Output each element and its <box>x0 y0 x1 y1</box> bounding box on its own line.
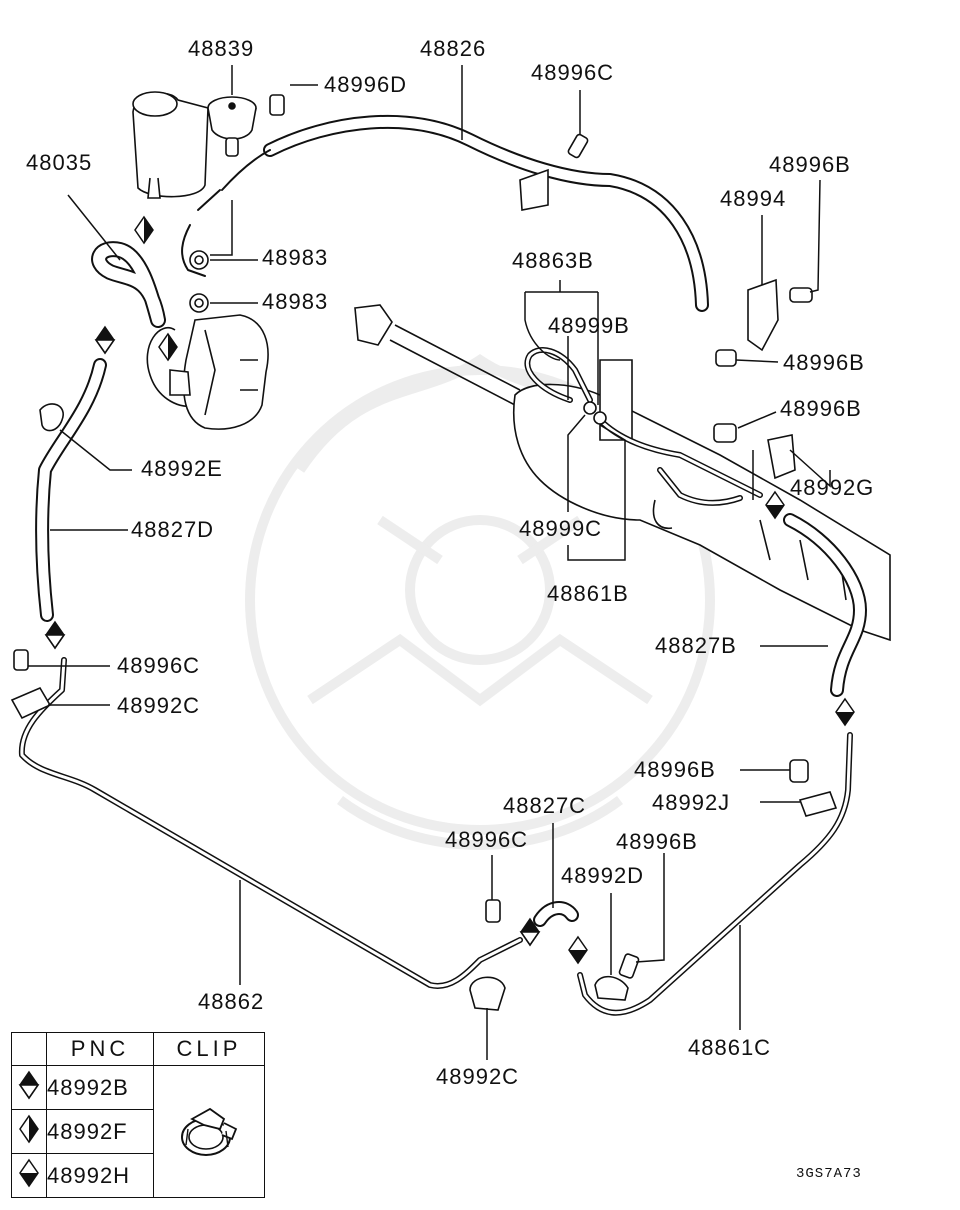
bolt-48996C-left <box>13 649 29 671</box>
legend-header-row: PNC CLIP <box>11 1032 265 1066</box>
callout-48983-b: 48983 <box>262 289 329 314</box>
callout-48863B: 48863B <box>512 248 594 273</box>
callout-48992C-left: 48992C <box>117 693 201 718</box>
callout-48827D: 48827D <box>131 517 215 542</box>
bracket-48994 <box>747 278 779 352</box>
hose-clamp-icon <box>181 1107 238 1156</box>
callout-48826: 48826 <box>420 36 487 61</box>
legend-symbol-cell <box>11 1153 47 1198</box>
clip-48992D <box>594 975 629 1001</box>
callout-48996B-3: 48996B <box>780 396 862 421</box>
bolt-48996C-top <box>567 133 589 159</box>
diamond-bottom-filled-icon <box>19 1158 39 1187</box>
bolt-48996C-bottom <box>485 899 501 923</box>
legend-header-clip: CLIP <box>153 1032 265 1066</box>
legend-clip-cell <box>153 1065 265 1198</box>
legend-pnc: 48992H <box>46 1153 154 1198</box>
legend-row: 48992B <box>11 1065 265 1198</box>
reservoir-cap <box>207 96 257 157</box>
clip-48992J <box>798 791 838 817</box>
callout-48035: 48035 <box>26 150 93 175</box>
legend-pnc: 48992B <box>46 1065 154 1110</box>
legend-pnc: 48992F <box>46 1109 154 1154</box>
diagram-code: 3GS7A73 <box>796 1166 862 1182</box>
callout-48862: 48862 <box>198 989 265 1014</box>
callout-48861B: 48861B <box>547 581 629 606</box>
bolt-48996D <box>269 94 285 116</box>
fittings-and-bolts <box>10 94 838 1011</box>
legend-row: 48992H <box>11 1153 265 1198</box>
callout-48992J: 48992J <box>652 790 731 815</box>
power-steering-pump <box>146 314 269 430</box>
callout-48827C: 48827C <box>503 793 587 818</box>
callout-48992D: 48992D <box>561 863 645 888</box>
callout-48999B: 48999B <box>548 313 630 338</box>
callout-48992G: 48992G <box>790 475 875 500</box>
legend-header-blank <box>11 1032 47 1066</box>
clip-48992C-left <box>10 686 52 720</box>
reservoir-tank <box>132 91 209 199</box>
legend-symbol-cell <box>11 1109 47 1154</box>
callout-48999C: 48999C <box>519 516 603 541</box>
steering-gear-rack <box>354 304 891 642</box>
legend-symbol-cell <box>11 1065 47 1110</box>
callout-48996B-4: 48996B <box>634 757 716 782</box>
bolt-48996B-2 <box>715 349 737 367</box>
callout-48996D: 48996D <box>324 72 408 97</box>
callout-48839: 48839 <box>188 36 255 61</box>
clip-legend-table: PNC CLIP 48992B 48992F 48992H <box>11 1032 265 1198</box>
callout-48996B-5: 48996B <box>616 829 698 854</box>
callout-48996C-bottom: 48996C <box>445 827 529 852</box>
callout-48827B: 48827B <box>655 633 737 658</box>
callout-48992E: 48992E <box>141 456 223 481</box>
hoses-and-pipes <box>18 114 867 1016</box>
callout-48861C: 48861C <box>688 1035 772 1060</box>
callout-48992C-bottom: 48992C <box>436 1064 520 1089</box>
bracket-48826 <box>519 168 549 211</box>
callout-48983-a: 48983 <box>262 245 329 270</box>
leader-lines <box>28 65 831 1060</box>
clip-48992C-bottom <box>469 976 506 1011</box>
bolt-48996B-5 <box>618 953 640 979</box>
diamond-right-filled-icon <box>19 1114 39 1143</box>
callout-48996C-left: 48996C <box>117 653 201 678</box>
fitting-48999C <box>593 411 607 425</box>
callout-48996B-2: 48996B <box>783 350 865 375</box>
legend-header-pnc: PNC <box>46 1032 154 1066</box>
clip-48992G <box>767 434 796 480</box>
bolt-48996B-4 <box>789 759 809 783</box>
bolt-48996B-1 <box>789 287 813 303</box>
callout-48994: 48994 <box>720 186 787 211</box>
diamond-top-filled-icon <box>19 1070 39 1099</box>
clip-48992E <box>39 403 64 432</box>
callout-48996C-top: 48996C <box>531 60 615 85</box>
bolt-48996B-3 <box>713 423 737 443</box>
callout-48996B-1: 48996B <box>769 152 851 177</box>
fitting-48999B <box>583 401 597 415</box>
